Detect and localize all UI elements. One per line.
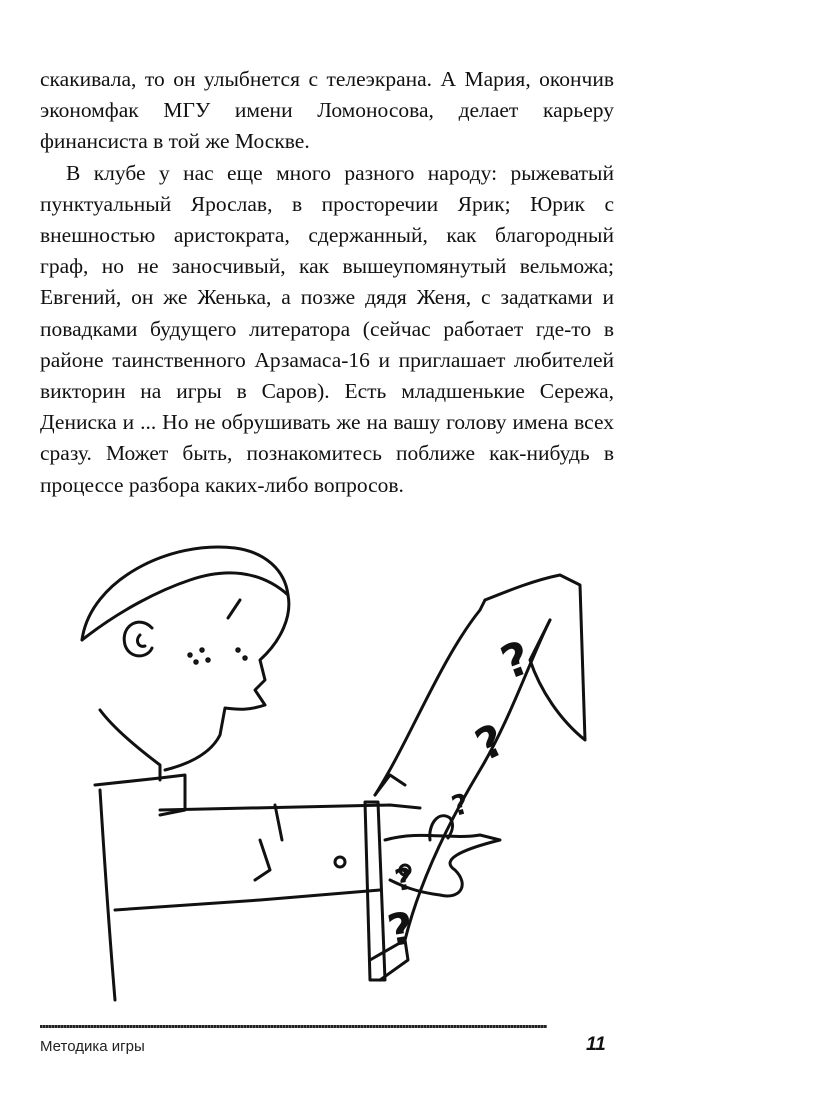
paragraph-1: скакивала, то он улыбнется с телеэкрана.… [40,67,614,154]
scroll-base [368,938,410,982]
paragraph-2: В клубе у нас еще много разного народу: … [40,160,614,497]
page-number: 11 [586,1034,606,1055]
body-text: скакивала, то он улыбнется с телеэкрана.… [40,64,614,501]
neck [98,708,162,782]
scroll-top [483,573,587,742]
sleeve-fold [253,838,272,882]
question-mark-4: ? [392,861,415,898]
scroll-bottom [373,773,407,797]
thumb [428,814,455,842]
scroll-left-edge [373,598,487,797]
ear [122,620,154,658]
elbow-crease [273,803,284,842]
head-outline [80,545,291,772]
torso [98,788,117,1002]
arm-upper [158,803,422,812]
ear-inner [136,633,147,648]
cufflink [333,855,347,869]
freckles [187,647,248,665]
eye [226,598,242,620]
collar [93,773,187,817]
footer-rule [40,1025,547,1028]
hair-line [80,571,290,642]
man-with-question-scroll-drawing: ? ? ? ? ? [80,545,587,1002]
scroll-question-marks: ? ? ? ? ? [384,630,538,957]
arm-lower [113,888,382,912]
cuff [363,800,387,982]
footer-section-title: Методика игры [40,1038,145,1055]
scroll-dot [398,863,412,877]
